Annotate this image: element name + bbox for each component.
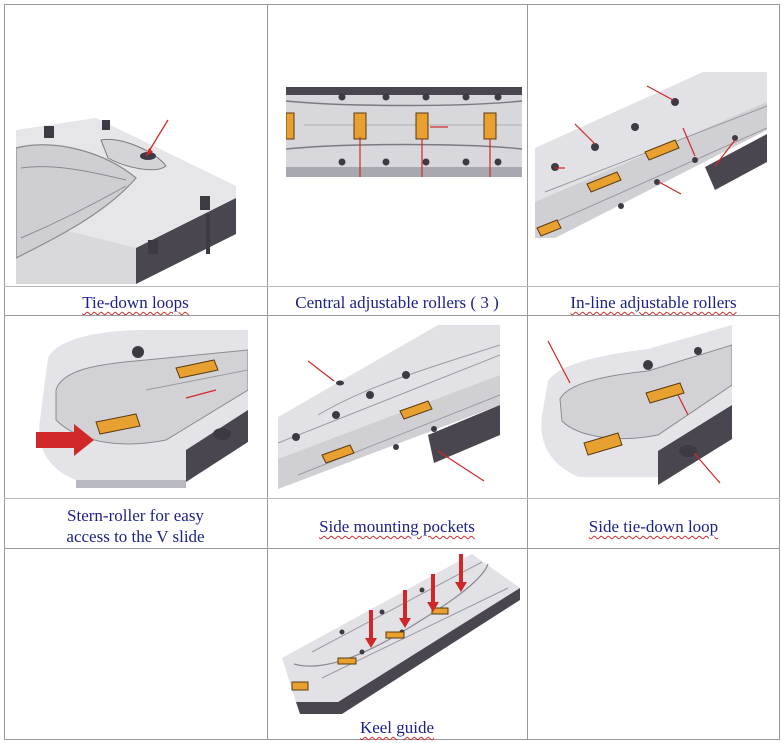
caption-text: Central adjustable rollers ( 3 ) <box>295 293 499 312</box>
column-divider-2 <box>527 4 528 740</box>
side-mounting-pockets-image <box>278 325 500 489</box>
in-line-rollers-image <box>535 72 767 238</box>
tie-down-loops-caption: Tie-down loops <box>4 292 267 313</box>
caption-text: Keel guide <box>359 718 435 737</box>
caption-text: In-line adjustable rollers <box>570 293 737 312</box>
side-mounting-pockets-caption: Side mounting pockets <box>267 516 527 537</box>
row-divider-caption-2 <box>4 498 780 499</box>
in-line-rollers-caption: In-line adjustable rollers <box>527 292 780 313</box>
caption-text: Side mounting pockets <box>319 517 475 536</box>
column-divider-1 <box>267 4 268 740</box>
table-border-left <box>4 4 5 740</box>
caption-text: Tie-down loops <box>82 293 189 312</box>
row-divider-2 <box>4 548 780 549</box>
caption-text-line-2: access to the V slide <box>66 527 205 546</box>
table-border-top <box>4 4 780 5</box>
side-tie-down-loop-caption: Side tie-down loop <box>527 516 780 537</box>
stern-roller-caption: Stern-roller for easy access to the V sl… <box>4 505 267 547</box>
caption-text-line-1: Stern-roller for easy <box>67 506 204 525</box>
caption-text: Side tie-down loop <box>588 517 719 536</box>
feature-table <box>4 4 780 740</box>
row-divider-caption-1 <box>4 286 780 287</box>
table-border-bottom <box>4 739 780 740</box>
tie-down-loops-image <box>16 118 236 284</box>
table-border-right <box>779 4 780 740</box>
stern-roller-image <box>36 330 248 488</box>
central-rollers-image <box>286 87 522 177</box>
keel-guide-image <box>282 552 520 720</box>
keel-guide-caption: Keel guide <box>267 717 527 738</box>
side-tie-down-loop-image <box>538 325 732 489</box>
central-rollers-caption: Central adjustable rollers ( 3 ) <box>267 292 527 313</box>
row-divider-1 <box>4 315 780 316</box>
